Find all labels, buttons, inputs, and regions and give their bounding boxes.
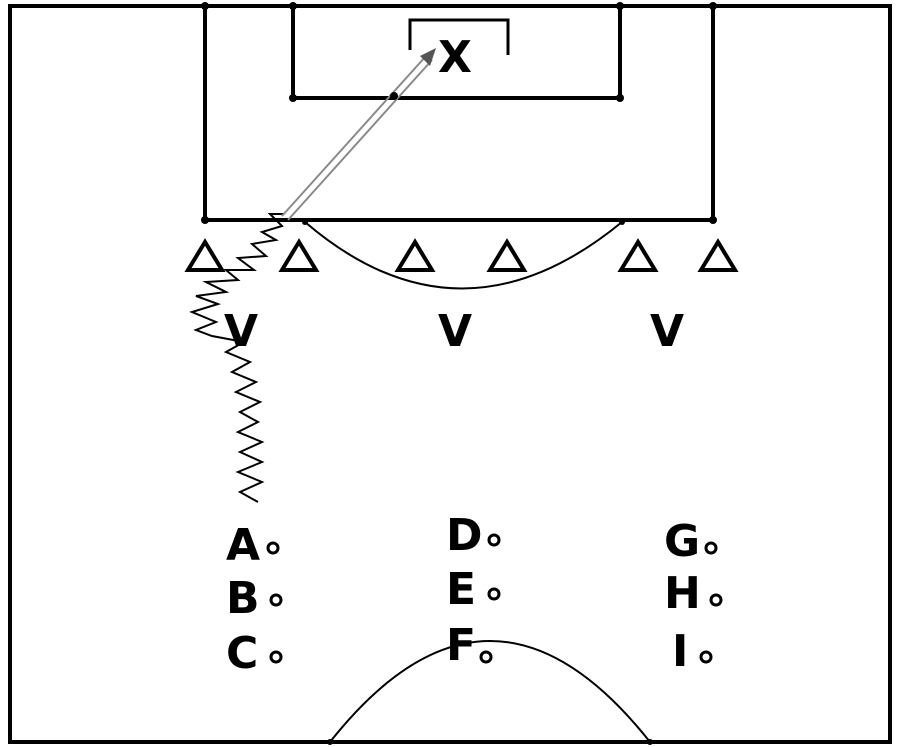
cone-4 xyxy=(486,238,528,272)
defender-marker: V xyxy=(438,306,472,357)
cone-5 xyxy=(617,238,659,272)
pass-arrow-head xyxy=(420,48,436,66)
player-label-e: E xyxy=(446,564,476,615)
cone-6 xyxy=(697,238,739,272)
line-junction-dots xyxy=(201,2,717,745)
defender-marker: V xyxy=(650,306,684,357)
player-label-f: F xyxy=(446,620,476,671)
cone-2 xyxy=(278,238,320,272)
cones xyxy=(184,238,739,272)
cone-1 xyxy=(184,238,226,272)
ball-icon xyxy=(487,587,501,601)
ball-icon xyxy=(699,650,713,664)
penalty-arc xyxy=(304,221,623,290)
field-boundary xyxy=(8,4,892,744)
ball-icon xyxy=(479,650,493,664)
target-label: X xyxy=(438,32,472,83)
cone-3 xyxy=(394,238,436,272)
player-label-b: B xyxy=(226,573,260,624)
dribble-path xyxy=(189,213,284,503)
ball-icon xyxy=(269,650,283,664)
ball-icons xyxy=(266,533,723,664)
goal-area xyxy=(291,6,622,100)
player-label-d: D xyxy=(446,510,483,561)
ball-icon xyxy=(709,593,723,607)
penalty-area xyxy=(203,6,715,222)
pass-arrow xyxy=(281,55,433,221)
player-label-a: A xyxy=(226,520,260,571)
ball-icon xyxy=(269,593,283,607)
ball-icon xyxy=(704,541,718,555)
defender-marker: V xyxy=(224,306,258,357)
ball-icon xyxy=(266,541,280,555)
player-label-g: G xyxy=(664,516,700,567)
pass-dot xyxy=(390,92,398,100)
player-label-i: I xyxy=(672,626,688,677)
center-circle-arc xyxy=(329,640,651,743)
goal-frame xyxy=(408,18,510,55)
player-label-h: H xyxy=(664,568,701,619)
player-label-c: C xyxy=(226,628,258,679)
ball-icon xyxy=(487,533,501,547)
